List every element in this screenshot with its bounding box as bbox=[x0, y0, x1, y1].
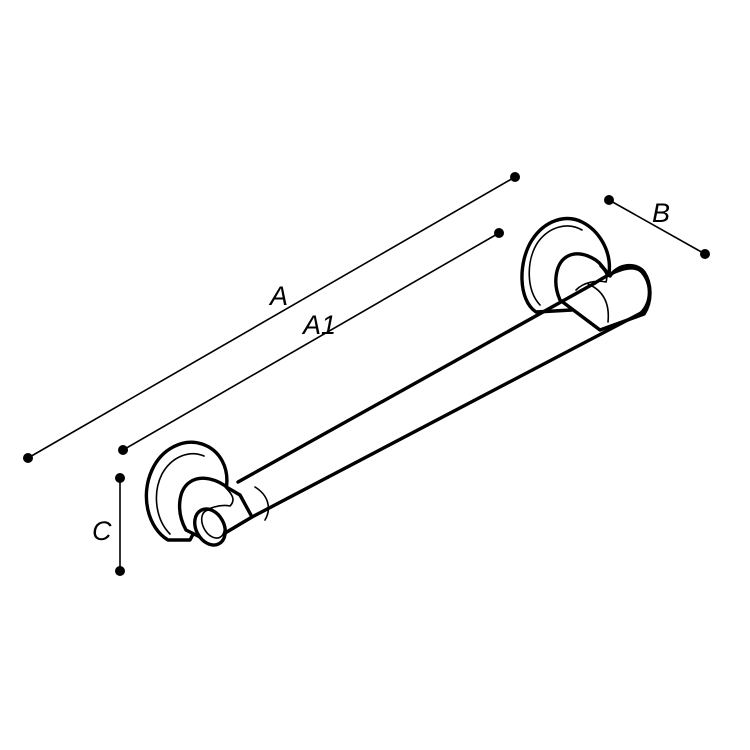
dimension-label-b: B bbox=[652, 198, 670, 228]
right-end-cap bbox=[593, 266, 652, 315]
dimension-c: C bbox=[92, 473, 125, 576]
left-end-cap bbox=[193, 507, 227, 547]
dimension-label-a1: A1 bbox=[301, 310, 336, 340]
left-flange bbox=[144, 440, 254, 544]
dimension-a: A bbox=[23, 172, 520, 463]
dimension-b: B bbox=[604, 195, 710, 259]
dimension-a1: A1 bbox=[118, 228, 504, 455]
main-tube bbox=[236, 281, 643, 521]
grab-bar bbox=[144, 216, 652, 547]
dimension-label-a: A bbox=[268, 281, 288, 311]
dimension-label-c: C bbox=[92, 516, 112, 546]
